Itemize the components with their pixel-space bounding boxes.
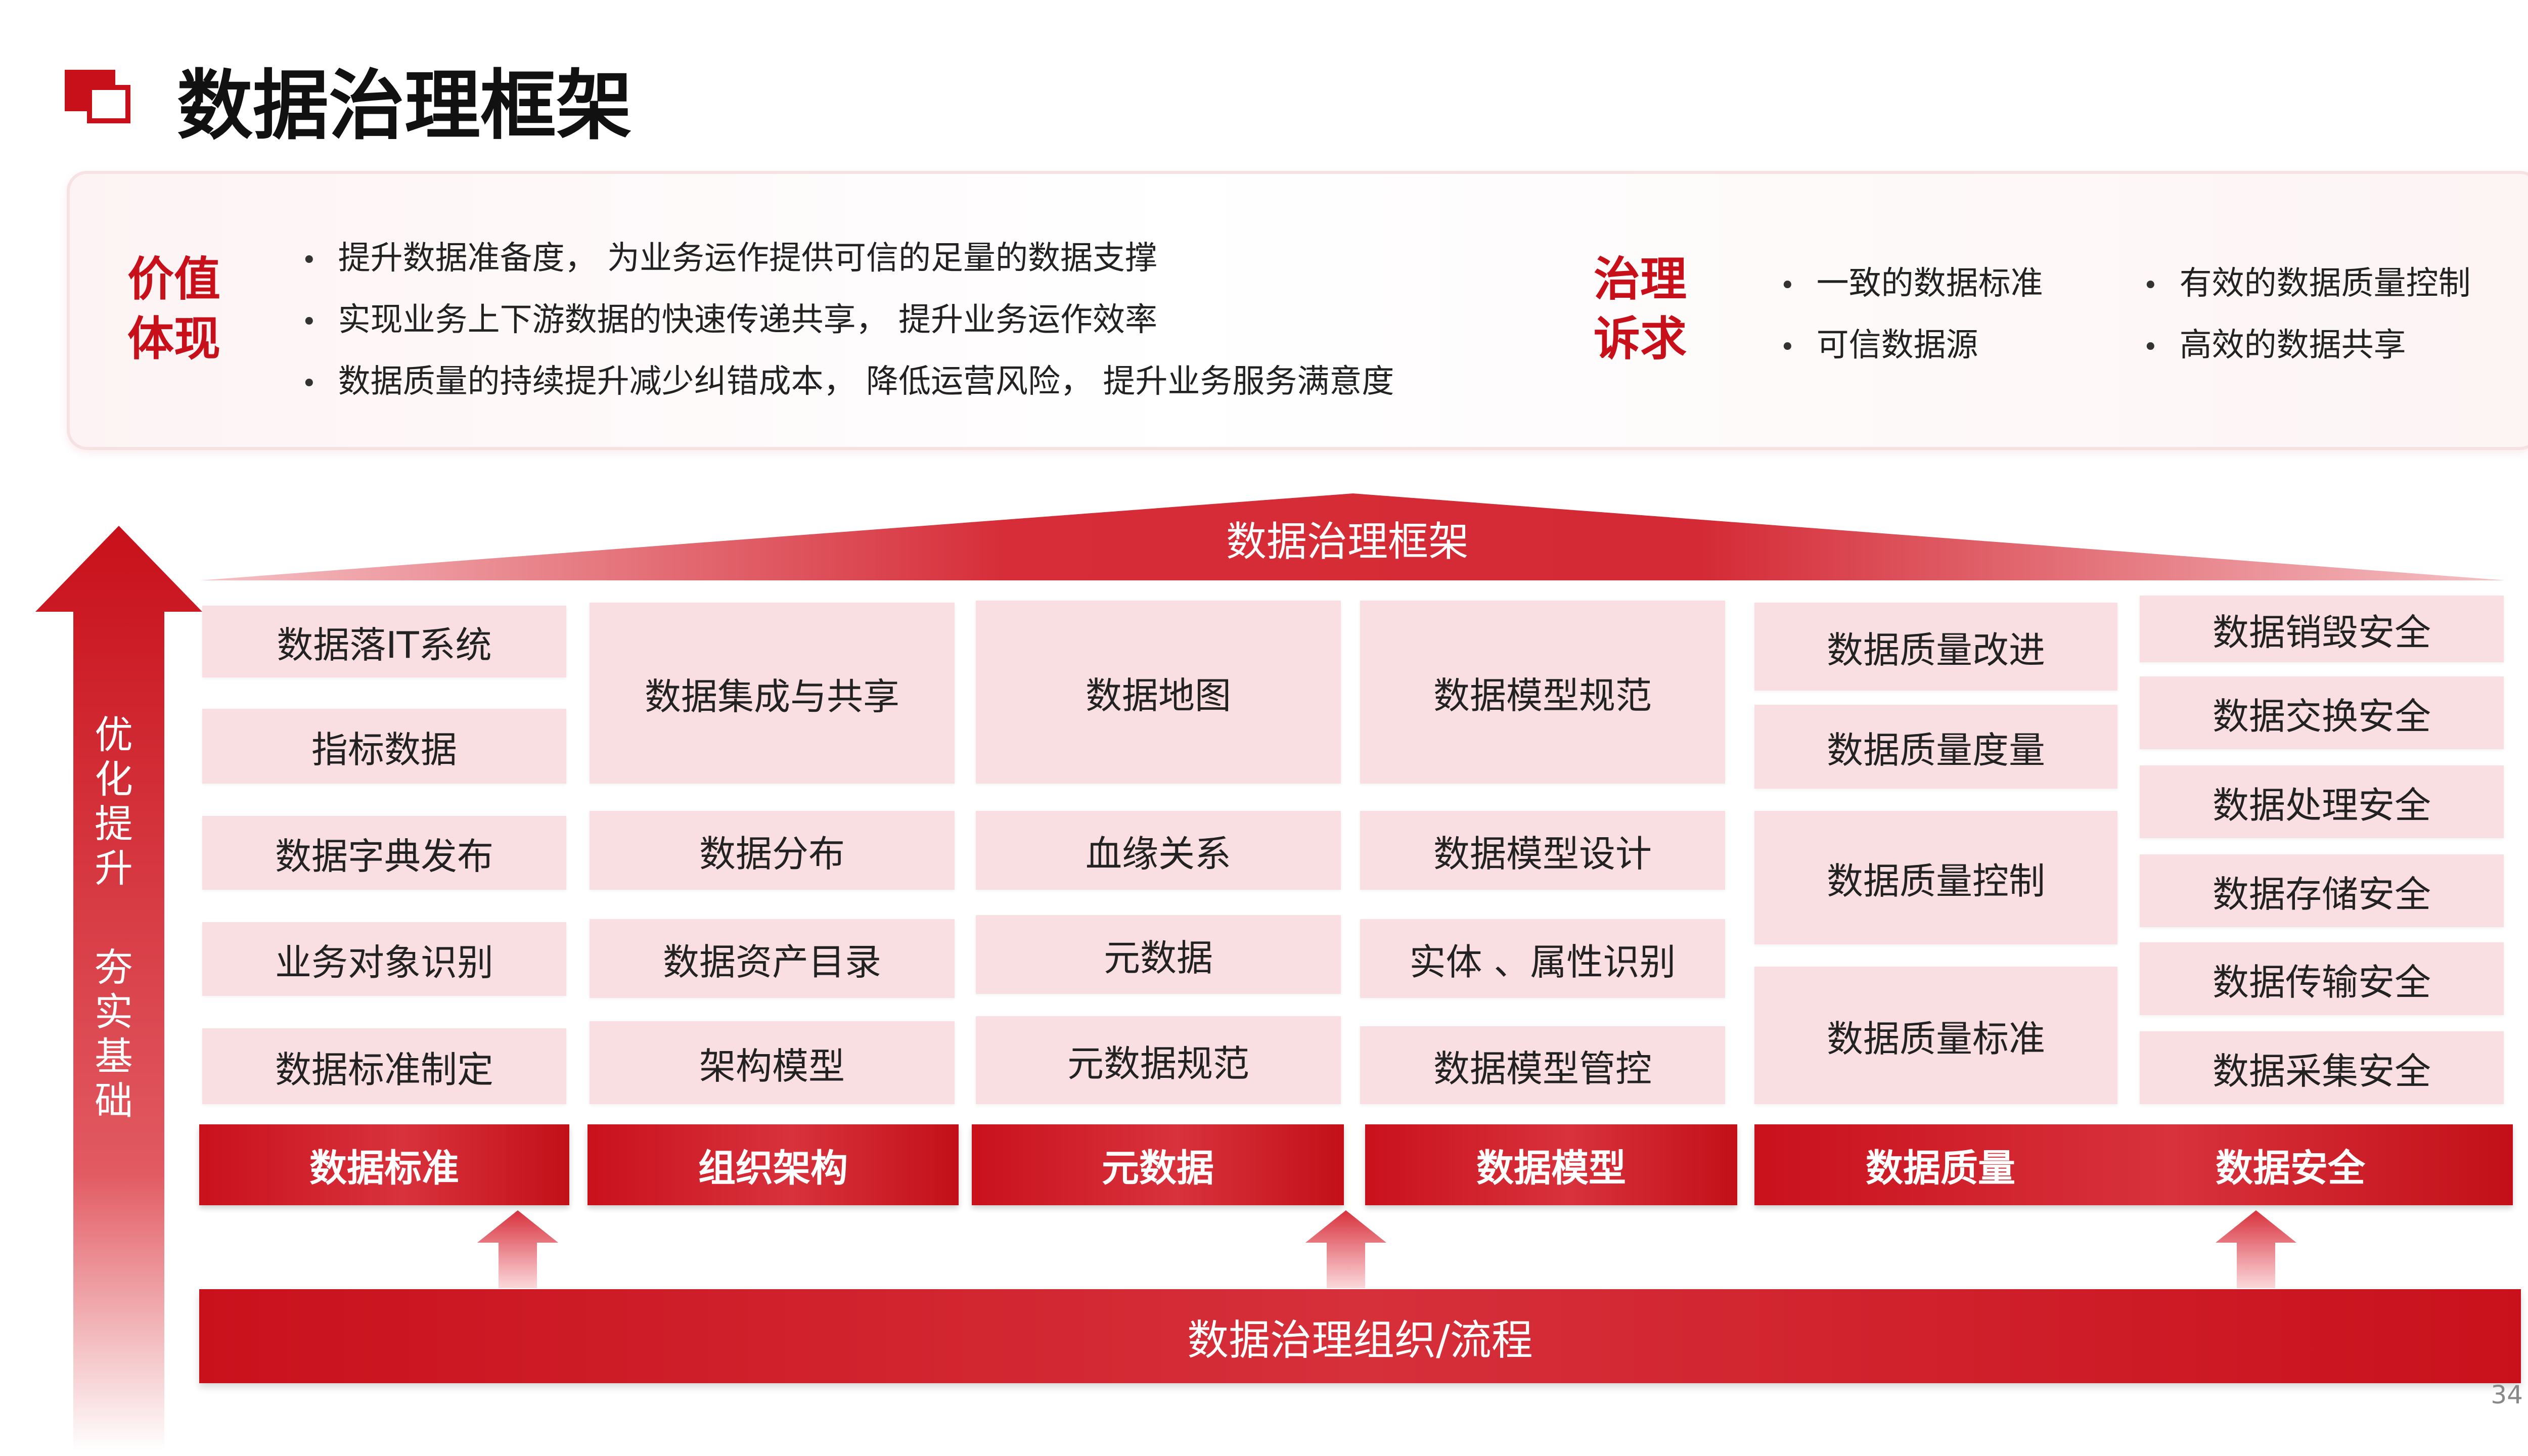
category-bar-data-model: 数据模型 (1365, 1124, 1737, 1205)
page-number: 34 (2491, 1380, 2523, 1409)
framework-roof-label: 数据治理框架 (1226, 518, 1469, 565)
box-data-integration-sharing: 数据集成与共享 (590, 603, 955, 784)
box-data-quality-standard: 数据质量标准 (1754, 967, 2117, 1104)
box-data-distribution: 数据分布 (590, 811, 955, 890)
governance-organization-process-bar: 数据治理组织/流程 (199, 1289, 2521, 1383)
box-business-object-identification: 业务对象识别 (202, 922, 566, 996)
box-metadata-specification: 元数据规范 (976, 1016, 1341, 1104)
demand-bullet: 高效的数据共享 (2143, 315, 2471, 377)
demand-bullet-list-right: 有效的数据质量控制 高效的数据共享 (2143, 254, 2471, 377)
category-bar-data-quality: 数据质量 (1754, 1124, 2513, 1205)
value-section-title: 价值 体现 (127, 252, 221, 366)
value-bullet-list: 提升数据准备度， 为业务运作提供可信的足量的数据支撑 实现业务上下游数据的快速传… (301, 229, 1394, 414)
box-data-standard-formulation: 数据标准制定 (202, 1028, 566, 1104)
box-data-model-specification: 数据模型规范 (1360, 601, 1725, 784)
category-bar-organization: 组织架构 (588, 1124, 959, 1205)
box-data-dictionary-release: 数据字典发布 (202, 816, 566, 890)
value-bullet: 实现业务上下游数据的快速传递共享， 提升业务运作效率 (301, 290, 1394, 352)
demand-bullet-list-left: 一致的数据标准 可信数据源 (1780, 254, 2043, 377)
up-arrow-icon (477, 1210, 558, 1288)
box-data-processing-security: 数据处理安全 (2140, 765, 2504, 838)
box-data-collection-security: 数据采集安全 (2140, 1031, 2504, 1104)
demand-bullet: 可信数据源 (1780, 315, 2043, 377)
category-label-data-security: 数据安全 (2216, 1146, 2365, 1190)
up-arrow-icon (1305, 1210, 1386, 1288)
category-bar-metadata: 元数据 (972, 1124, 1344, 1205)
box-architecture-model: 架构模型 (590, 1021, 955, 1104)
box-data-model-design: 数据模型设计 (1360, 811, 1725, 890)
box-data-quality-control: 数据质量控制 (1754, 811, 2117, 944)
box-data-model-control: 数据模型管控 (1360, 1026, 1725, 1104)
logo-front-square (87, 85, 130, 123)
side-up-arrow (35, 526, 202, 1451)
value-bullet: 数据质量的持续提升减少纠错成本， 降低运营风险， 提升业务服务满意度 (301, 352, 1394, 414)
box-data-quality-improvement: 数据质量改进 (1754, 603, 2117, 691)
page-title: 数据治理框架 (177, 62, 633, 150)
box-indicator-data: 指标数据 (202, 709, 566, 784)
box-data-to-it-system: 数据落IT系统 (202, 606, 566, 677)
category-bar-data-standard: 数据标准 (199, 1124, 569, 1205)
box-data-exchange-security: 数据交换安全 (2140, 676, 2504, 749)
box-entity-attribute-identification: 实体 、属性识别 (1360, 919, 1725, 998)
box-metadata: 元数据 (976, 915, 1341, 994)
up-arrow-icon (2216, 1210, 2296, 1288)
value-bullet: 提升数据准备度， 为业务运作提供可信的足量的数据支撑 (301, 229, 1394, 290)
box-data-destruction-security: 数据销毁安全 (2140, 596, 2504, 662)
box-data-map: 数据地图 (976, 601, 1341, 784)
box-data-quality-measurement: 数据质量度量 (1754, 705, 2117, 789)
box-data-transmission-security: 数据传输安全 (2140, 942, 2504, 1015)
side-arrow-bottom-text: 夯实基础 (95, 945, 133, 1123)
box-data-storage-security: 数据存储安全 (2140, 854, 2504, 927)
demand-section-title: 治理 诉求 (1594, 252, 1687, 366)
demand-bullet: 有效的数据质量控制 (2143, 254, 2471, 315)
framework-roof (200, 493, 2506, 580)
box-data-lineage: 血缘关系 (976, 811, 1341, 890)
box-data-asset-catalog: 数据资产目录 (590, 919, 955, 998)
demand-bullet: 一致的数据标准 (1780, 254, 2043, 315)
side-arrow-top-text: 优化提升 (95, 712, 133, 891)
